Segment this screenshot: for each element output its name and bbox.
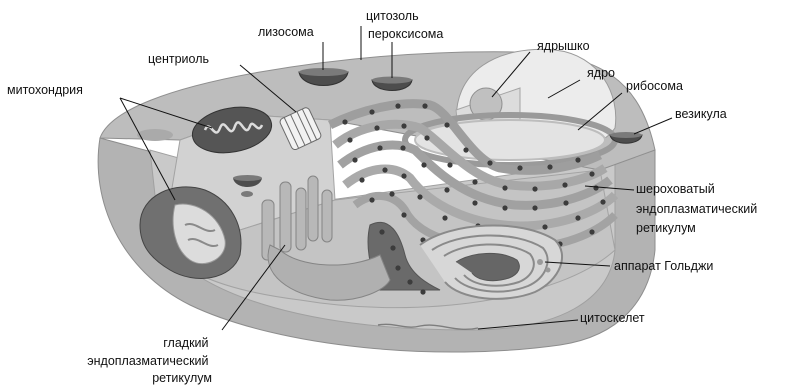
label-cytoskeleton: цитоскелет <box>580 311 645 325</box>
ribosome-dot <box>422 103 427 108</box>
ribosome-dot <box>542 224 547 229</box>
label-nucleolus: ядрышко <box>537 39 590 53</box>
label-nucleus: ядро <box>587 66 615 80</box>
ribosome-dot <box>369 197 374 202</box>
ribosome-dot <box>395 103 400 108</box>
ribosome-dot <box>417 194 422 199</box>
ribosome-dot <box>382 167 387 172</box>
label-rough-er-line-2: эндоплазматический <box>636 202 757 216</box>
ribosome-dot <box>444 122 449 127</box>
ribosome-dot <box>342 119 347 124</box>
ribosome-dot <box>369 109 374 114</box>
label-lysosome: лизосома <box>258 25 314 39</box>
label-rough-er-line-3: ретикулум <box>636 221 696 235</box>
ribosome-dot <box>575 215 580 220</box>
label-golgi: аппарат Гольджи <box>614 259 713 273</box>
label-rough-er: шероховатый эндоплазматический ретикулум <box>636 182 761 235</box>
ribosome-dot <box>424 135 429 140</box>
ribosome-dot <box>472 200 477 205</box>
ribosome-dot <box>407 279 412 284</box>
ribosome-dot <box>442 215 447 220</box>
label-smooth-er-line-3: ретикулум <box>152 371 212 385</box>
ribosome-dot <box>377 145 382 150</box>
ribosome-dot <box>593 185 598 190</box>
ribosome-dot <box>532 205 537 210</box>
ribosome-dot <box>389 191 394 196</box>
ribosome-dot <box>502 205 507 210</box>
ribosome-dot <box>359 177 364 182</box>
ribosome-dot <box>421 162 426 167</box>
ribosome-dot <box>575 157 580 162</box>
ribosome-dot <box>401 123 406 128</box>
ribosome-dot <box>401 212 406 217</box>
ribosome-dot <box>600 199 605 204</box>
ribosome-dot <box>401 173 406 178</box>
ribosome-dot <box>517 165 522 170</box>
ribosome-dot <box>589 229 594 234</box>
ribosome-dot <box>472 179 477 184</box>
cytoplasm-vesicle-top <box>233 175 262 181</box>
label-mitochondria: митохондрия <box>7 83 83 97</box>
ribosome-dot <box>563 200 568 205</box>
label-rough-er-line-1: шероховатый <box>636 182 715 196</box>
ribosome-dot <box>547 164 552 169</box>
nuclear-envelope-inner <box>415 120 605 160</box>
ribosome-dot <box>352 157 357 162</box>
ribosome-dot <box>395 265 400 270</box>
ribosome-dot <box>502 185 507 190</box>
ribosome-dot <box>444 187 449 192</box>
ribosome-dot <box>379 229 384 234</box>
ribosome-dot <box>347 137 352 142</box>
ribosome-dot <box>532 186 537 191</box>
label-ribosome: рибосома <box>626 79 683 93</box>
ribosome-dot <box>447 162 452 167</box>
ribosome-dot <box>589 171 594 176</box>
label-vesicle: везикула <box>675 107 727 121</box>
ribosome-dot <box>487 160 492 165</box>
ribosome-dot <box>400 145 405 150</box>
label-centriole: центриоль <box>148 52 209 66</box>
ribosome-dot <box>390 245 395 250</box>
small-vesicle <box>241 191 253 197</box>
label-smooth-er-line-2: эндоплазматический <box>87 354 208 368</box>
ribosome-dot <box>463 147 468 152</box>
label-smooth-er-line-1: гладкий <box>163 336 208 350</box>
label-cytosol: цитозоль <box>366 9 419 23</box>
ribosome-dot <box>562 182 567 187</box>
label-smooth-er: гладкий эндоплазматический ретикулум <box>87 336 212 385</box>
ribosome-dot <box>374 125 379 130</box>
label-peroxisome: пероксисома <box>368 27 443 41</box>
ribosome-dot <box>420 289 425 294</box>
